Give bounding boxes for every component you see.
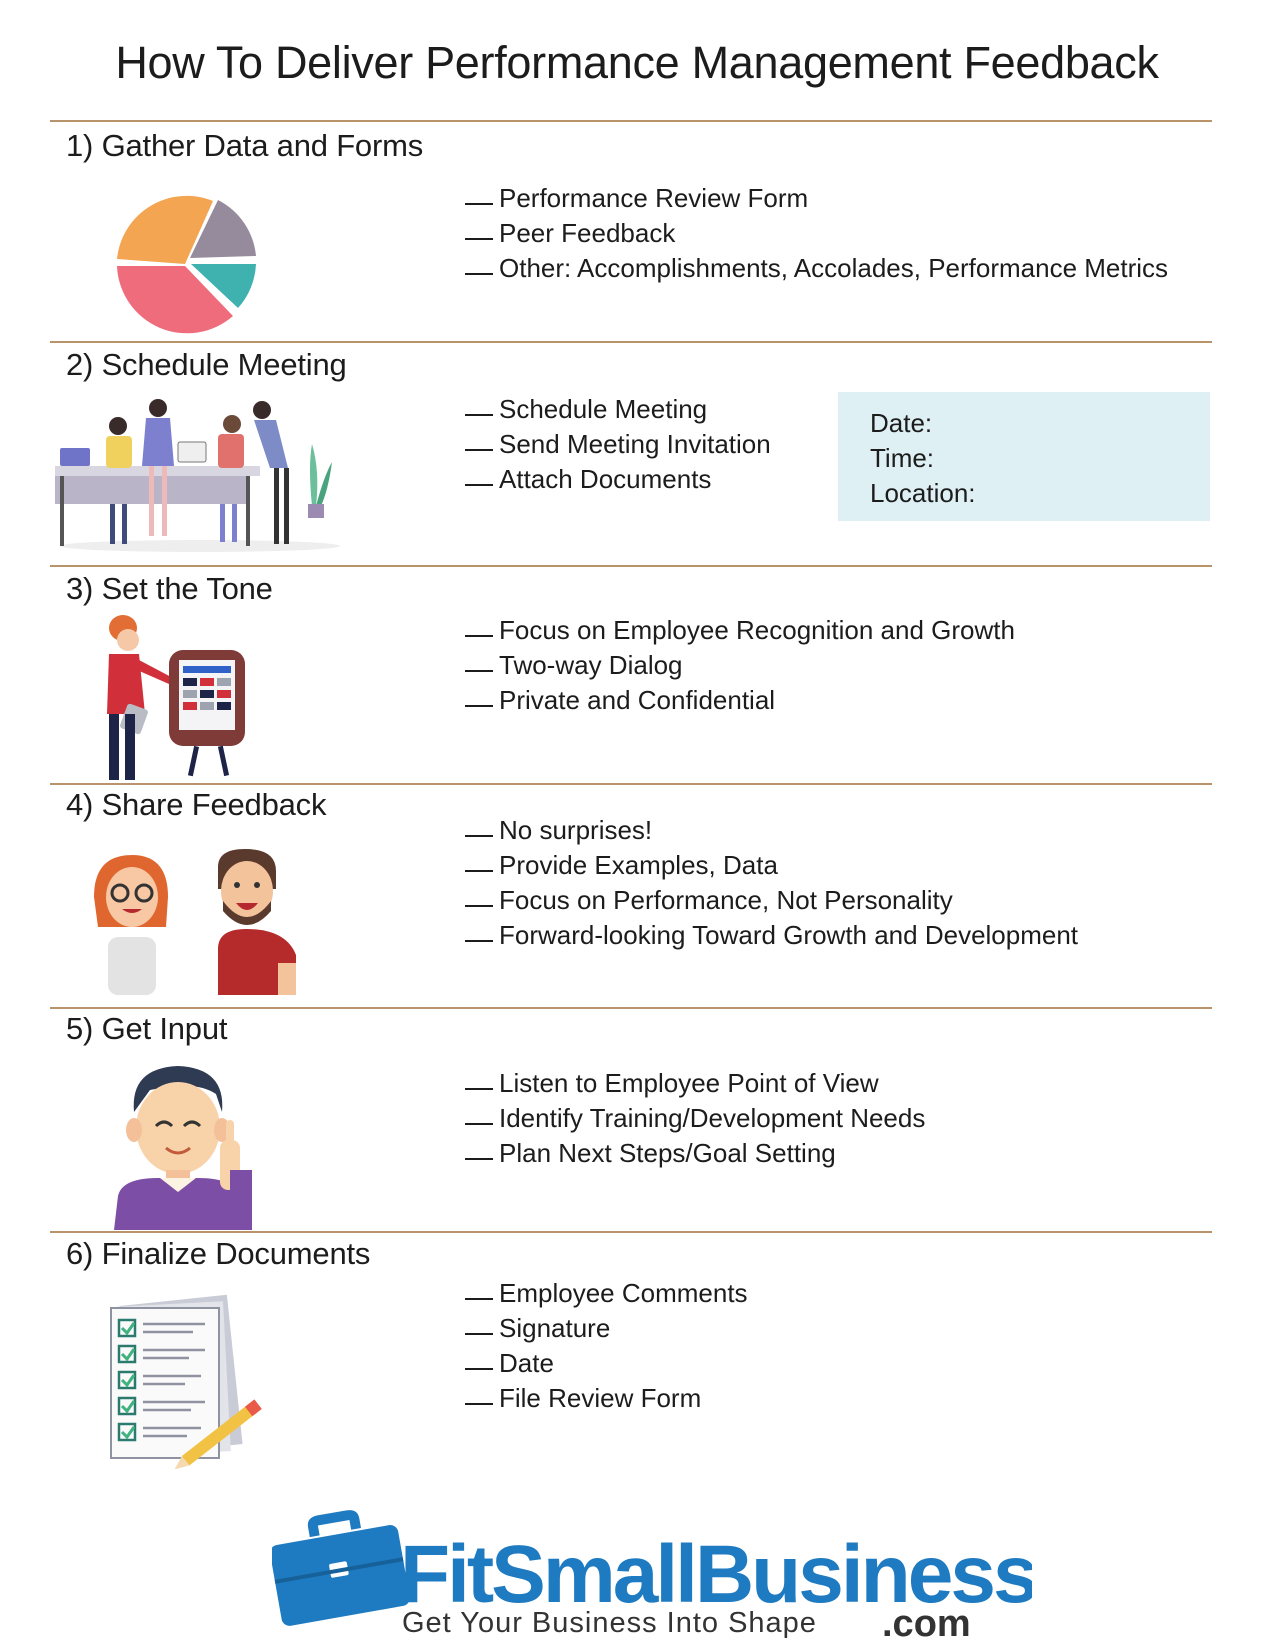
checklist: Schedule Meeting Send Meeting Invitation… [465, 392, 771, 497]
section-divider [50, 1007, 1212, 1009]
checklist-item: Provide Examples, Data [465, 848, 1078, 883]
section-divider [50, 565, 1212, 567]
checklist: Performance Review Form Peer Feedback Ot… [465, 181, 1168, 286]
checklist-item: No surprises! [465, 813, 1078, 848]
checklist-item: Performance Review Form [465, 181, 1168, 216]
section-divider [50, 341, 1212, 343]
checklist: Focus on Employee Recognition and Growth… [465, 613, 1015, 718]
location-label: Location: [870, 478, 976, 508]
checklist-item: Attach Documents [465, 462, 771, 497]
checklist-item: Send Meeting Invitation [465, 427, 771, 462]
section-heading: 2) Schedule Meeting [66, 347, 347, 382]
pie-slice-orange [117, 195, 213, 264]
checklist-item: Other: Accomplishments, Accolades, Perfo… [465, 251, 1168, 286]
checklist: No surprises! Provide Examples, Data Foc… [465, 813, 1078, 953]
brand-tagline: Get Your Business Into Shape [402, 1607, 817, 1639]
brand-domain: .com [882, 1603, 971, 1640]
pie-slice-teal [191, 264, 256, 308]
two-people-illustration [94, 849, 296, 995]
checklist: Listen to Employee Point of View Identif… [465, 1066, 925, 1171]
checklist-item: Signature [465, 1311, 748, 1346]
team-meeting-illustration [55, 399, 340, 552]
section-heading: 6) Finalize Documents [66, 1236, 371, 1271]
time-label: Time: [870, 443, 935, 473]
checklist-item: Plan Next Steps/Goal Setting [465, 1136, 925, 1171]
pie-chart-icon [117, 195, 256, 334]
checklist: Employee Comments Signature Date File Re… [465, 1276, 748, 1416]
checklist-item: Private and Confidential [465, 683, 1015, 718]
pie-slice-pink [117, 266, 233, 334]
section-divider [50, 120, 1212, 122]
checklist-item: Date [465, 1346, 748, 1381]
thinking-person-illustration [114, 1066, 252, 1230]
section-heading: 3) Set the Tone [66, 571, 273, 606]
checklist-document-icon [110, 1294, 262, 1470]
briefcase-icon [272, 1510, 410, 1626]
checklist-item: Employee Comments [465, 1276, 748, 1311]
section-heading: 4) Share Feedback [66, 787, 327, 822]
checklist-item: Peer Feedback [465, 216, 1168, 251]
checklist-item: Two-way Dialog [465, 648, 1015, 683]
section-divider [50, 783, 1212, 785]
checklist-item: Schedule Meeting [465, 392, 771, 427]
checklist-item: Focus on Performance, Not Personality [465, 883, 1078, 918]
pie-slice-gray [190, 200, 256, 258]
checklist-item: Identify Training/Development Needs [465, 1101, 925, 1136]
page-title: How To Deliver Performance Management Fe… [115, 37, 1159, 88]
meeting-details-box: Date: Time: Location: [838, 392, 1210, 521]
brand-name: FitSmallBusiness [400, 1529, 1032, 1620]
checklist-item: Focus on Employee Recognition and Growth [465, 613, 1015, 648]
date-label: Date: [870, 408, 933, 438]
checklist-item: Listen to Employee Point of View [465, 1066, 925, 1101]
section-heading: 5) Get Input [66, 1011, 228, 1046]
brand-logo: FitSmallBusiness Get Your Business Into … [272, 1510, 1032, 1640]
section-heading: 1) Gather Data and Forms [66, 128, 424, 163]
presenter-illustration [107, 615, 245, 780]
section-divider [50, 1231, 1212, 1233]
checklist-item: File Review Form [465, 1381, 748, 1416]
checklist-item: Forward-looking Toward Growth and Develo… [465, 918, 1078, 953]
